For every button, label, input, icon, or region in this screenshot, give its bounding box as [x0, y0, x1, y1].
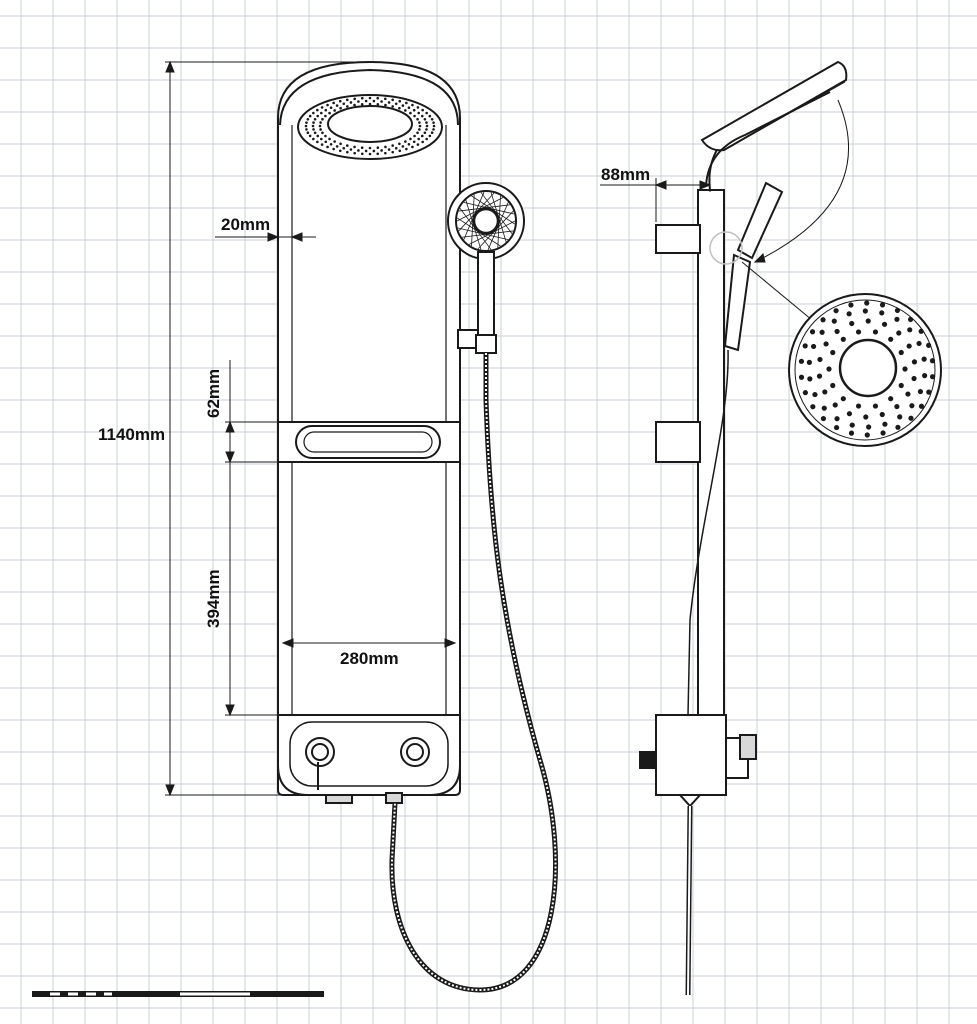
- side-bracket-middle: [655, 421, 701, 463]
- rain-showerhead-nozzles: [304, 96, 436, 156]
- side-panel-column: [697, 189, 725, 716]
- dim-total-height-label: 1140mm: [98, 425, 165, 444]
- control-module-inner: [289, 721, 449, 787]
- dim-shelf-height-label: 62mm: [204, 369, 223, 418]
- side-bracket-top: [655, 224, 701, 254]
- hand-shower-center: [472, 207, 500, 235]
- hand-shower-handle-collar: [475, 334, 497, 354]
- detail-callout-marker: [709, 231, 743, 265]
- dim-panel-width-label: 280mm: [340, 649, 399, 668]
- dim-depth-offset-label: 20mm: [221, 215, 270, 234]
- scale-bar: [32, 991, 324, 997]
- rotation-arc: [754, 99, 850, 263]
- bottom-outlet-right: [385, 792, 403, 804]
- nozzle-detail-center: [838, 338, 898, 398]
- valve-knob-center-right: [406, 743, 424, 761]
- side-panel-arm: [705, 91, 831, 187]
- side-hand-shower: [736, 181, 784, 260]
- valve-knob-center-left: [311, 743, 329, 761]
- rotation-arc-arrow: [753, 253, 766, 263]
- dim-shelf-arrows: [225, 420, 235, 464]
- side-control-block: [655, 714, 727, 796]
- side-drain-pipe-inner: [687, 805, 691, 996]
- side-view: [639, 60, 942, 996]
- front-dimensions: [165, 60, 457, 797]
- side-dimensions: [600, 178, 712, 222]
- panel-shelf-slot-inner: [303, 431, 433, 453]
- panel-top-cap: [279, 68, 459, 126]
- hand-shower-handle: [477, 251, 495, 341]
- side-outlet-pipe: [677, 794, 703, 808]
- front-view: [277, 60, 559, 993]
- nozzle-detail-rim: [794, 299, 936, 441]
- side-control-knob-back: [639, 751, 657, 769]
- dim-total-arrows: [165, 60, 175, 797]
- side-control-knob: [739, 734, 757, 760]
- detail-callout-leader: [741, 261, 813, 321]
- dim-20-arrows: [267, 232, 303, 242]
- rain-showerhead-inner: [327, 105, 413, 143]
- dim-280-arrows: [281, 638, 457, 648]
- hand-shower-hose-core: [390, 353, 557, 992]
- nozzle-detail-holes: [798, 300, 936, 438]
- bottom-inlet-left: [325, 794, 353, 804]
- dim-394-arrow: [225, 704, 235, 717]
- dim-side-depth-label: 88mm: [601, 165, 650, 184]
- side-hose: [687, 349, 729, 716]
- side-hand-handle: [723, 253, 752, 352]
- dim-control-spacing-label: 394mm: [204, 569, 223, 628]
- side-overhead-shower: [700, 60, 848, 152]
- dim-88-arrows: [654, 180, 712, 190]
